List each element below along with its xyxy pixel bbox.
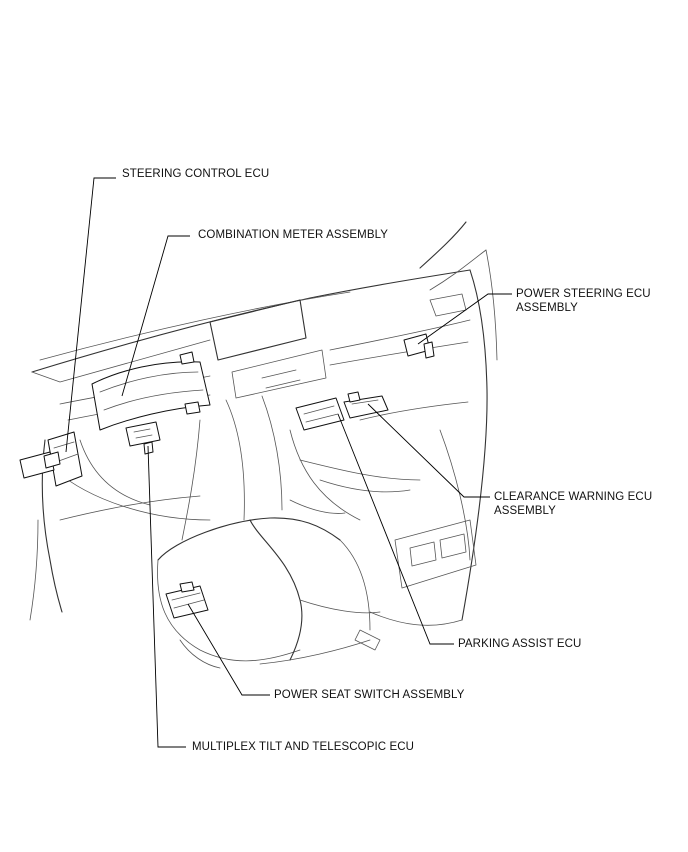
power-seat-switch-part [165, 581, 209, 619]
callout-text-line-2: ASSEMBLY [516, 302, 578, 314]
callout-text: MULTIPLEX TILT AND TELESCOPIC ECU [192, 741, 415, 753]
callout-text: COMBINATION METER ASSEMBLY [198, 229, 389, 241]
power-steering-ecu-part [403, 333, 435, 359]
callout-text: POWER SEAT SWITCH ASSEMBLY [274, 689, 465, 701]
callout-steering-control-ecu: STEERING CONTROL ECU [122, 167, 269, 181]
callout-text: PARKING ASSIST ECU [458, 638, 582, 650]
callout-power-steering-ecu-assembly: POWER STEERING ECU ASSEMBLY [516, 287, 651, 315]
callout-multiplex-tilt-telescopic-ecu: MULTIPLEX TILT AND TELESCOPIC ECU [192, 740, 414, 754]
callout-text-line-2: ASSEMBLY [494, 505, 556, 517]
dashboard-outline [29, 221, 498, 669]
multiplex-tilt-telescopic-ecu-part [125, 421, 161, 455]
combination-meter-assembly-part [91, 351, 211, 431]
callout-text: STEERING CONTROL ECU [122, 168, 270, 180]
callout-text-line-1: CLEARANCE WARNING ECU [494, 491, 653, 503]
callout-clearance-warning-ecu-assembly: CLEARANCE WARNING ECU ASSEMBLY [494, 490, 652, 518]
callout-parking-assist-ecu: PARKING ASSIST ECU [458, 637, 581, 651]
callout-text-line-1: POWER STEERING ECU [516, 288, 651, 300]
leader-lines [65, 177, 512, 748]
clearance-warning-and-parking-assist-ecu-parts [295, 391, 389, 431]
steering-control-ecu-part [19, 431, 83, 487]
callout-power-seat-switch-assembly: POWER SEAT SWITCH ASSEMBLY [274, 688, 464, 702]
callout-combination-meter-assembly: COMBINATION METER ASSEMBLY [198, 228, 388, 242]
